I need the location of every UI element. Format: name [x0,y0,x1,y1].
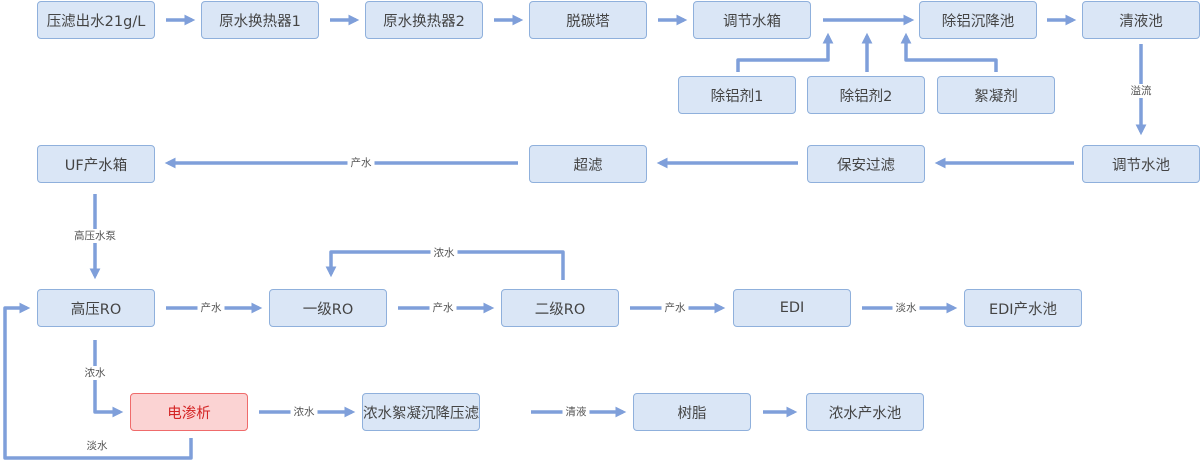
node-aluminum-settling-pond[interactable]: 除铝沉降池 [919,1,1037,39]
label-overflow: 溢流 [1127,84,1155,98]
node-edi-product-pond[interactable]: EDI产水池 [964,289,1082,327]
node-edi[interactable]: EDI [733,289,851,327]
node-flocculant[interactable]: 絮凝剂 [937,76,1055,114]
label-uf-product: 产水 [347,156,375,170]
node-al-remover-1[interactable]: 除铝剂1 [678,76,796,114]
node-al-remover-2[interactable]: 除铝剂2 [807,76,925,114]
arrow-n10-mix [900,32,998,72]
label-ed-concentrate: 浓水 [290,405,318,419]
label-clear-liquid: 清液 [562,405,590,419]
label-hp-product: 产水 [197,301,225,315]
node-secondary-ro[interactable]: 二级RO [501,289,619,327]
node-decarbonizer[interactable]: 脱碳塔 [529,1,647,39]
arrow-n8-mix [736,32,834,72]
label-ro-concentrate-loop: 浓水 [430,246,458,260]
node-electrodialysis[interactable]: 电渗析 [130,393,248,431]
node-concentrate-product-pond[interactable]: 浓水产水池 [806,393,924,431]
node-high-pressure-ro[interactable]: 高压RO [37,289,155,327]
node-concentrate-flocculation-press[interactable]: 浓水絮凝沉降压滤 [362,393,480,431]
node-heat-exchanger-1[interactable]: 原水换热器1 [201,1,319,39]
label-ro1-product: 产水 [429,301,457,315]
label-hp-pump: 高压水泵 [71,229,119,243]
node-security-filter[interactable]: 保安过滤 [807,145,925,183]
arrow-n20-n15-fresh [3,302,193,460]
node-uf-product-tank[interactable]: UF产水箱 [37,145,155,183]
node-heat-exchanger-2[interactable]: 原水换热器2 [365,1,483,39]
node-ultrafiltration[interactable]: 超滤 [529,145,647,183]
node-primary-ro[interactable]: 一级RO [269,289,387,327]
node-filter-press-effluent[interactable]: 压滤出水21g/L [37,1,155,39]
node-regulating-pond[interactable]: 调节水池 [1082,145,1200,183]
node-clear-liquid-pond[interactable]: 清液池 [1082,1,1200,39]
arrow-n15-n20 [93,340,124,418]
label-edi-fresh: 淡水 [892,301,920,315]
node-resin[interactable]: 树脂 [633,393,751,431]
node-buffer-tank[interactable]: 调节水箱 [693,1,811,39]
label-ed-fresh-return: 淡水 [86,440,108,452]
label-hp-concentrate: 浓水 [81,366,109,380]
label-ro2-product: 产水 [661,301,689,315]
